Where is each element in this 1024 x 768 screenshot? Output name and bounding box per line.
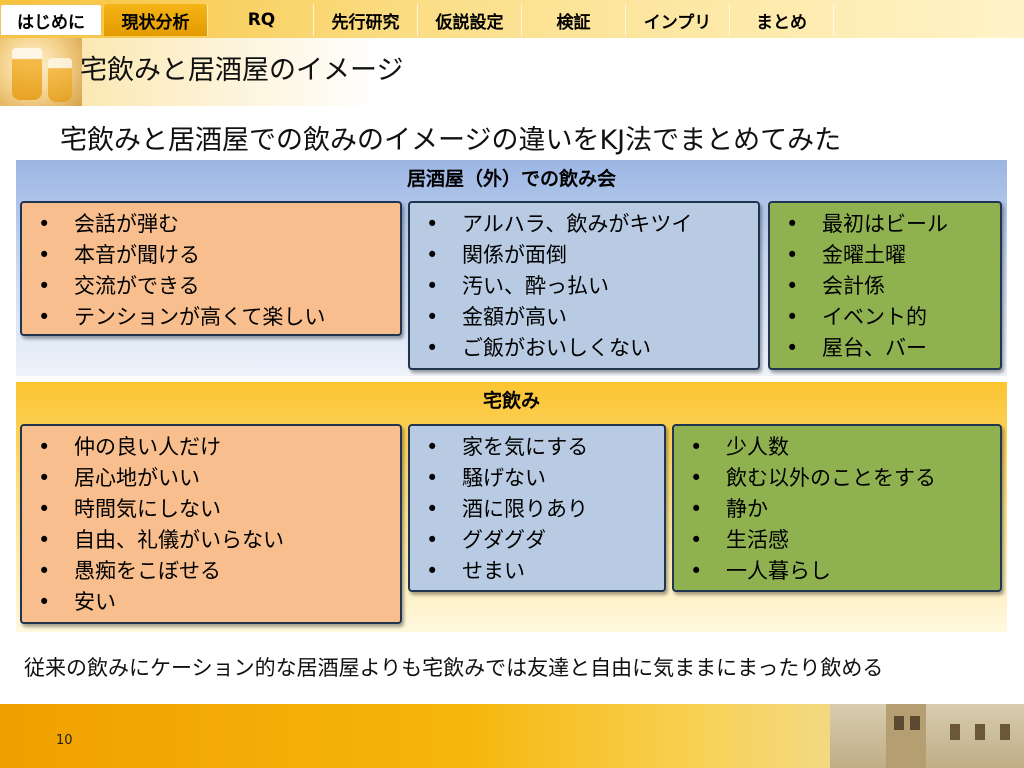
list-item: 本音が聞ける	[34, 240, 392, 271]
list-item: 仲の良い人だけ	[34, 432, 392, 463]
list-item: イベント的	[782, 302, 992, 333]
list-item: 金曜土曜	[782, 240, 992, 271]
tab-hajimeni[interactable]: はじめに	[0, 4, 102, 36]
takunomi-section: 宅飲み 仲の良い人だけ 居心地がいい 時間気にしない 自由、礼儀がいらない 愚痴…	[16, 382, 1007, 632]
list-item: 会話が弾む	[34, 209, 392, 240]
list-item: 生活感	[686, 525, 992, 556]
list-item: 騒げない	[422, 463, 656, 494]
beer-glass-graphic	[12, 48, 42, 100]
list-item: 時間気にしない	[34, 494, 392, 525]
tab-senko-kenkyu[interactable]: 先行研究	[314, 4, 418, 36]
footer-banner	[0, 704, 1024, 768]
list-item: テンションが高くて楽しい	[34, 302, 392, 333]
window-graphic	[950, 724, 960, 740]
takunomi-feature-box: 少人数 飲む以外のことをする 静か 生活感 一人暮らし	[672, 424, 1002, 592]
list-item: 交流ができる	[34, 271, 392, 302]
takunomi-negative-box: 家を気にする 騒げない 酒に限りあり グダグダ せまい	[408, 424, 666, 592]
page-number: 10	[56, 733, 73, 748]
list-item: 汚い、酔っ払い	[422, 271, 750, 302]
page-title: 宅飲みと居酒屋のイメージ	[80, 55, 404, 86]
list-item: ご飯がおいしくない	[422, 333, 750, 364]
tab-kasetsu-settei[interactable]: 仮説設定	[418, 4, 522, 36]
top-navigation: はじめに 現状分析 RQ 先行研究 仮説設定 検証 インプリ まとめ	[0, 0, 1024, 38]
list-item: 飲む以外のことをする	[686, 463, 992, 494]
list-item: グダグダ	[422, 525, 656, 556]
list-item: 家を気にする	[422, 432, 656, 463]
izakaya-section: 居酒屋（外）での飲み会 会話が弾む 本音が聞ける 交流ができる テンションが高く…	[16, 160, 1007, 376]
list-item: 自由、礼儀がいらない	[34, 525, 392, 556]
izakaya-feature-box: 最初はビール 金曜土曜 会計係 イベント的 屋台、バー	[768, 201, 1002, 370]
conclusion-text: 従来の飲みにケーション的な居酒屋よりも宅飲みでは友達と自由に気ままにまったり飲め…	[24, 656, 884, 680]
tower-graphic	[886, 704, 926, 768]
takunomi-section-title: 宅飲み	[482, 390, 540, 412]
window-graphic	[1000, 724, 1010, 740]
list-item: 一人暮らし	[686, 556, 992, 587]
tab-kensho[interactable]: 検証	[522, 4, 626, 36]
list-item: 静か	[686, 494, 992, 525]
list-item: 居心地がいい	[34, 463, 392, 494]
beer-glass-graphic	[48, 58, 72, 102]
list-item: アルハラ、飲みがキツイ	[422, 209, 750, 240]
slide-subtitle: 宅飲みと居酒屋での飲みのイメージの違いをKJ法でまとめてみた	[60, 125, 842, 156]
building-graphic	[830, 704, 1024, 768]
list-item: 関係が面倒	[422, 240, 750, 271]
izakaya-negative-box: アルハラ、飲みがキツイ 関係が面倒 汚い、酔っ払い 金額が高い ご飯がおいしくな…	[408, 201, 760, 370]
title-band	[82, 38, 382, 106]
list-item: 少人数	[686, 432, 992, 463]
tab-genjo-bunseki[interactable]: 現状分析	[104, 4, 208, 36]
window-graphic	[975, 724, 985, 740]
izakaya-section-title: 居酒屋（外）での飲み会	[406, 168, 616, 190]
tab-rq[interactable]: RQ	[210, 4, 314, 36]
list-item: 最初はビール	[782, 209, 992, 240]
tab-impuri[interactable]: インプリ	[626, 4, 730, 36]
beer-photo	[0, 38, 82, 106]
list-item: 会計係	[782, 271, 992, 302]
tab-matome[interactable]: まとめ	[730, 4, 834, 36]
list-item: 安い	[34, 587, 392, 618]
takunomi-positive-box: 仲の良い人だけ 居心地がいい 時間気にしない 自由、礼儀がいらない 愚痴をこぼせ…	[20, 424, 402, 624]
list-item: せまい	[422, 556, 656, 587]
izakaya-positive-box: 会話が弾む 本音が聞ける 交流ができる テンションが高くて楽しい	[20, 201, 402, 336]
list-item: 酒に限りあり	[422, 494, 656, 525]
list-item: 愚痴をこぼせる	[34, 556, 392, 587]
list-item: 屋台、バー	[782, 333, 992, 364]
list-item: 金額が高い	[422, 302, 750, 333]
